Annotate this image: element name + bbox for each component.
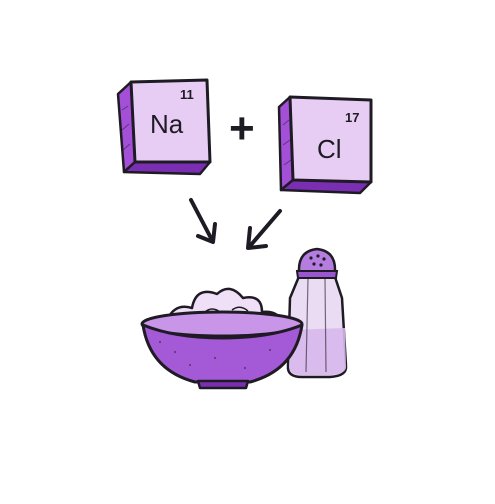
plus-sign: +: [229, 104, 255, 153]
left-arrow-head: [196, 222, 217, 244]
salt-shaker-icon: [286, 247, 348, 379]
bowl-body: [141, 323, 304, 384]
sodium-symbol: Na: [150, 109, 184, 139]
bowl-base: [196, 379, 250, 390]
salt-bowl-icon: [140, 287, 304, 390]
sodium-tile-face: [129, 78, 212, 164]
right-arrow-shaft: [248, 209, 282, 248]
arrow-icon: [189, 198, 217, 244]
chlorine-element-tile: 17 Cl: [277, 95, 373, 195]
left-arrow-shaft: [189, 198, 214, 242]
salt-shaker-cap: [297, 247, 337, 274]
chlorine-tile-face: [288, 95, 373, 184]
chlorine-atomic-number: 17: [345, 110, 359, 125]
sodium-atomic-number: 11: [180, 87, 194, 102]
arrow-icon: [246, 209, 282, 250]
salt-shaker-salt: [289, 328, 347, 375]
sodium-element-tile: 11 Na: [116, 78, 212, 176]
right-arrow-head: [246, 226, 268, 250]
sodium-tile-bottom: [122, 160, 212, 176]
chlorine-symbol: Cl: [317, 134, 342, 164]
